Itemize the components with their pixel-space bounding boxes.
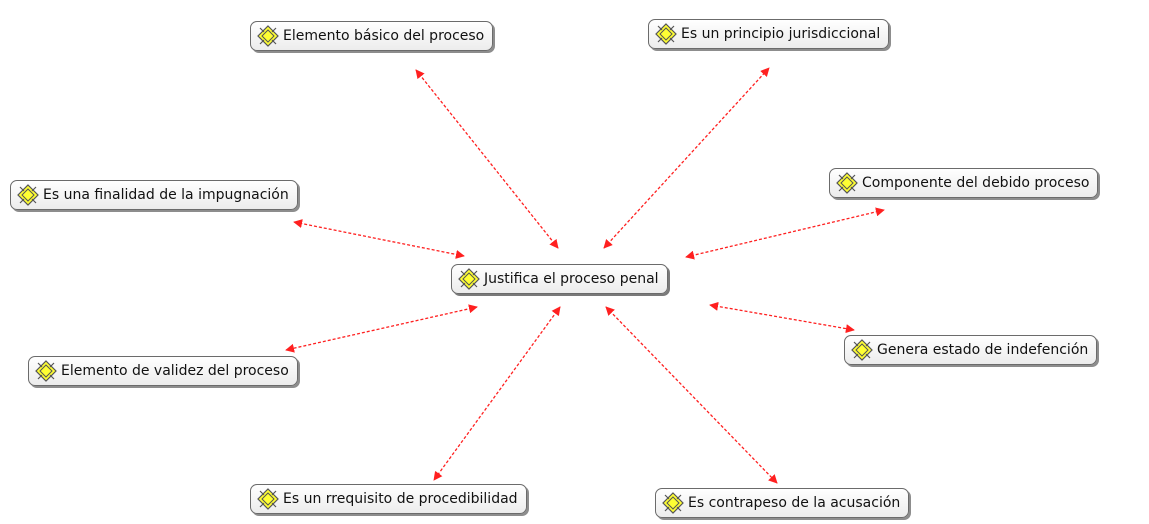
quotation-code-icon <box>662 492 684 514</box>
node-principio-jurisdiccional[interactable]: Es un principio jurisdiccional <box>648 19 890 49</box>
node-label: Es contrapeso de la acusación <box>688 495 901 511</box>
node-label: Es una finalidad de la impugnación <box>43 187 289 203</box>
quotation-code-icon <box>655 23 677 45</box>
node-label: Es un rrequisito de procedibilidad <box>283 491 518 507</box>
node-validez-proceso[interactable]: Elemento de validez del proceso <box>28 356 298 386</box>
quotation-code-icon <box>458 268 480 290</box>
node-label: Es un principio jurisdiccional <box>681 26 881 42</box>
node-label: Elemento básico del proceso <box>283 28 485 44</box>
quotation-code-icon <box>851 339 873 361</box>
node-label: Componente del debido proceso <box>862 175 1090 191</box>
node-label: Genera estado de indefención <box>877 342 1089 358</box>
node-center-justifica[interactable]: Justifica el proceso penal <box>451 264 668 294</box>
edge-center-n3 <box>293 219 465 259</box>
node-contrapeso-acusacion[interactable]: Es contrapeso de la acusación <box>655 488 910 518</box>
edge-center-n8 <box>605 306 778 484</box>
node-finalidad-impugnacion[interactable]: Es una finalidad de la impugnación <box>10 180 298 210</box>
quotation-code-icon <box>17 184 39 206</box>
edge-center-n6 <box>285 304 478 353</box>
node-label: Elemento de validez del proceso <box>61 363 289 379</box>
node-debido-proceso[interactable]: Componente del debido proceso <box>829 168 1099 198</box>
quotation-code-icon <box>35 360 57 382</box>
node-elemento-basico[interactable]: Elemento básico del proceso <box>250 21 494 51</box>
edge-center-n4 <box>685 207 885 260</box>
edge-center-n7 <box>433 306 561 481</box>
edge-center-n1 <box>415 69 559 249</box>
quotation-code-icon <box>257 488 279 510</box>
quotation-code-icon <box>836 172 858 194</box>
edge-center-n2 <box>603 67 770 249</box>
quotation-code-icon <box>257 25 279 47</box>
edge-center-n5 <box>709 301 855 334</box>
center-node-label: Justifica el proceso penal <box>484 271 659 287</box>
node-estado-indefencion[interactable]: Genera estado de indefención <box>844 335 1098 365</box>
node-requisito-procedibilidad[interactable]: Es un rrequisito de procedibilidad <box>250 484 527 514</box>
